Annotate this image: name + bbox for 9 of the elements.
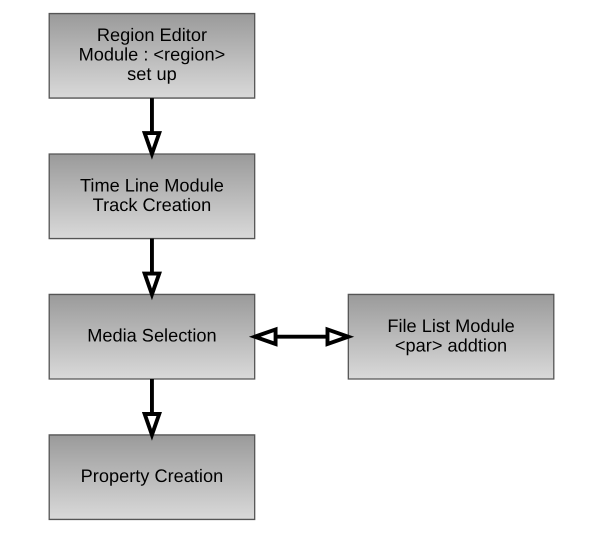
arrow (248, 326, 354, 347)
node-box: Time Line Module Track Creation (48, 153, 255, 240)
node-box: Region Editor Module : <region> set up (48, 12, 255, 99)
node-box: Property Creation (48, 434, 255, 520)
arrow (141, 98, 162, 160)
arrow (141, 238, 162, 300)
node-box: File List Module <par> addtion (347, 294, 554, 380)
arrow (141, 379, 162, 441)
node-box: Media Selection (48, 294, 255, 380)
